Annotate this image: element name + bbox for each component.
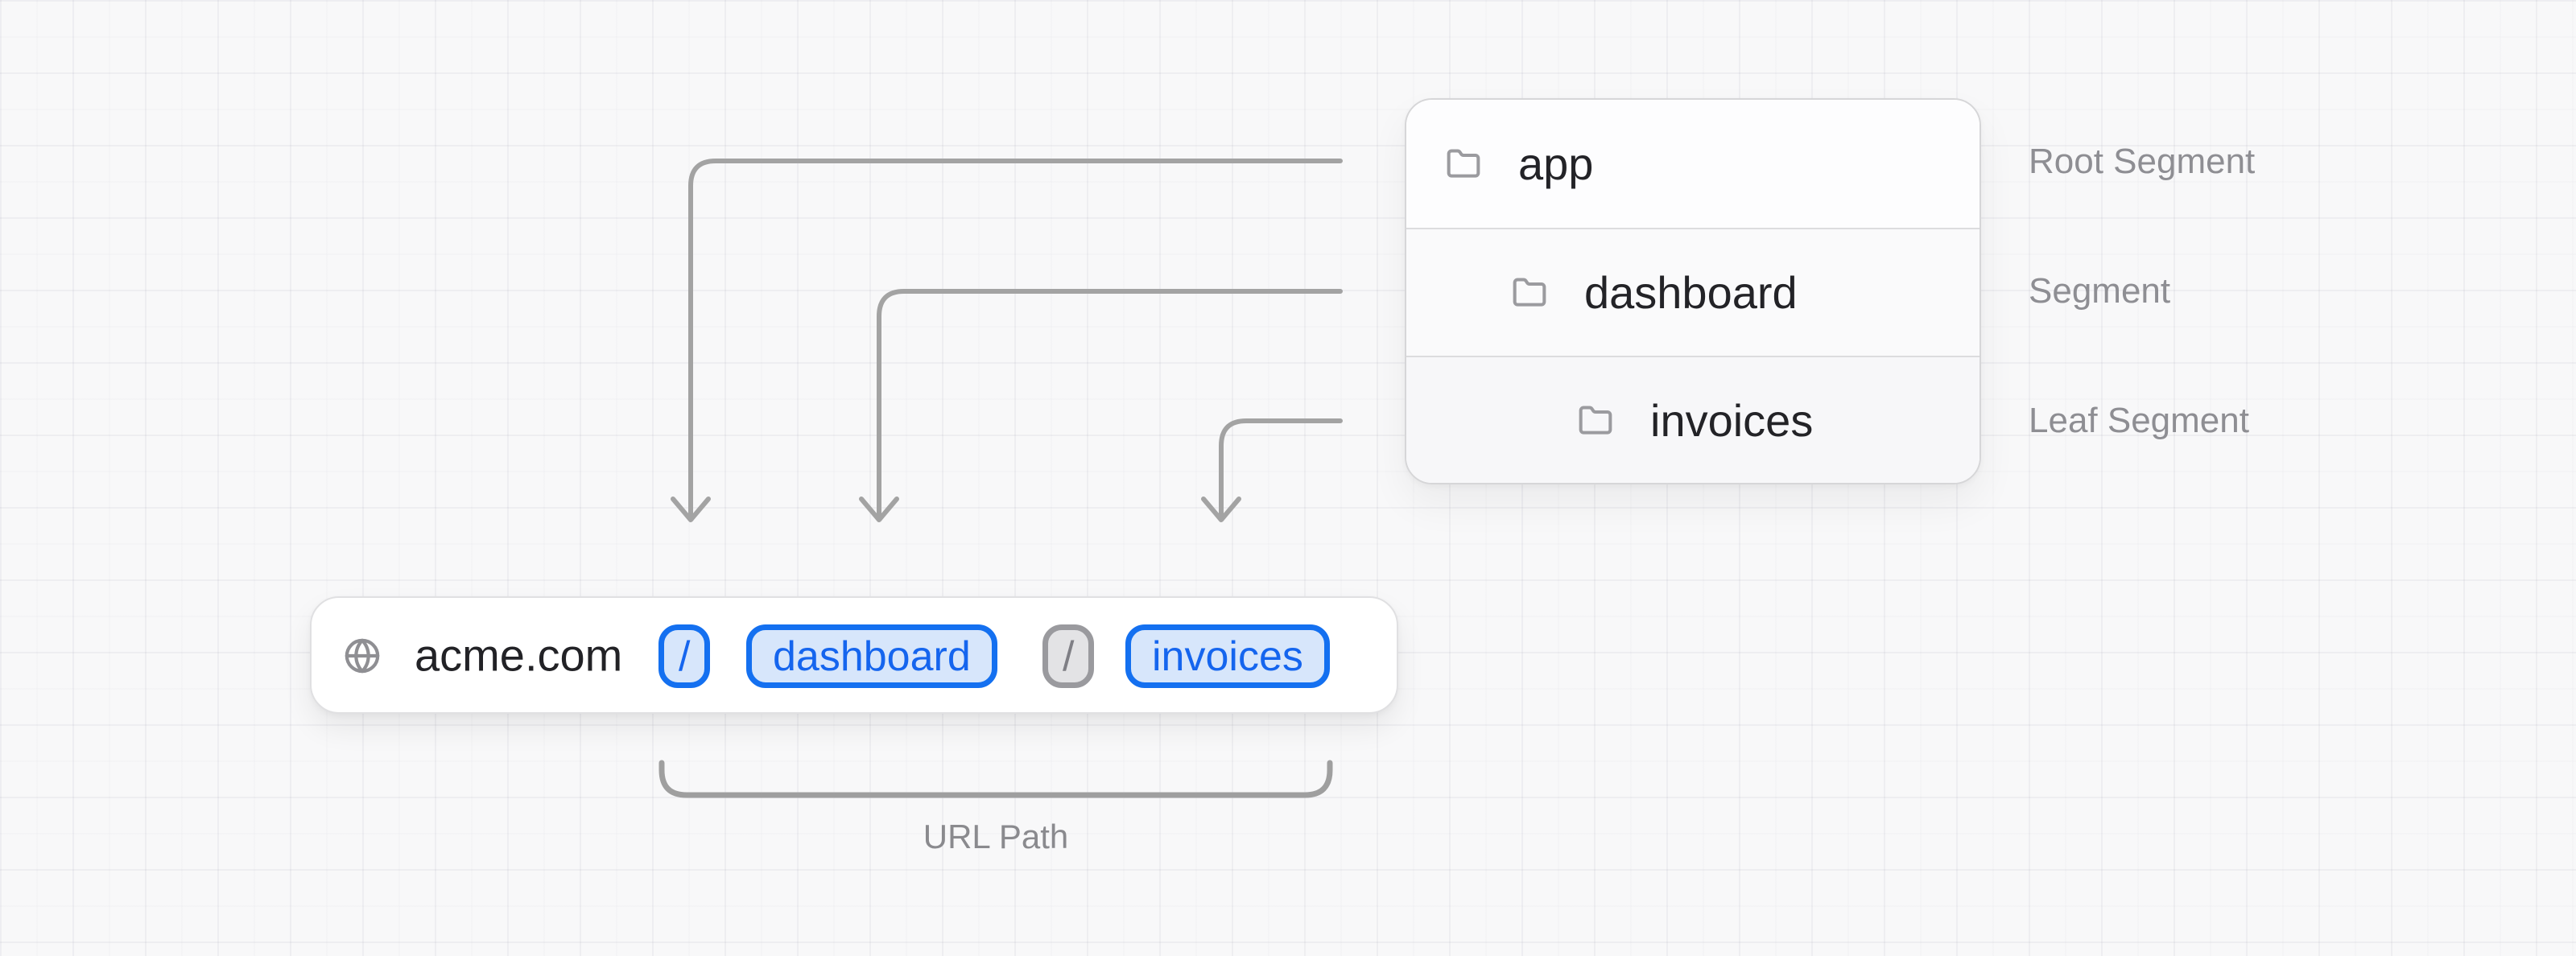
arrow-invoices-to-chip xyxy=(1219,418,1343,517)
folder-icon xyxy=(1579,405,1612,435)
url-segment-invoices[interactable]: invoices xyxy=(1125,624,1330,688)
globe-icon xyxy=(345,638,380,674)
url-path-bracket xyxy=(658,760,1333,798)
tree-row-label: invoices xyxy=(1650,395,1814,446)
folder-icon xyxy=(1447,148,1480,178)
file-tree-panel: app dashboard invoices xyxy=(1405,98,1981,484)
tree-row-label: dashboard xyxy=(1584,267,1798,318)
url-segment-slash-1[interactable]: / xyxy=(658,624,711,688)
url-domain: acme.com xyxy=(415,629,623,681)
annotation-root-segment: Root Segment xyxy=(2029,142,2256,181)
annotation-leaf-segment: Leaf Segment xyxy=(2029,401,2249,440)
annotation-segment: Segment xyxy=(2029,271,2171,311)
arrowhead-invoices xyxy=(1201,497,1241,522)
url-path-caption: URL Path xyxy=(923,818,1069,855)
folder-icon xyxy=(1513,277,1546,307)
url-segment-slash-2[interactable]: / xyxy=(1042,624,1095,688)
arrowhead-dashboard xyxy=(859,497,899,522)
tree-row-app[interactable]: app xyxy=(1406,100,1979,228)
url-segment-dashboard[interactable]: dashboard xyxy=(746,624,997,688)
tree-row-dashboard[interactable]: dashboard xyxy=(1406,228,1979,356)
tree-row-invoices[interactable]: invoices xyxy=(1406,356,1979,483)
tree-row-label: app xyxy=(1518,138,1594,189)
url-bar: acme.com / dashboard / invoices xyxy=(310,596,1398,714)
arrowhead-app xyxy=(671,497,711,522)
arrow-dashboard-to-chip xyxy=(877,289,1343,517)
arrow-app-to-slash xyxy=(688,159,1343,517)
